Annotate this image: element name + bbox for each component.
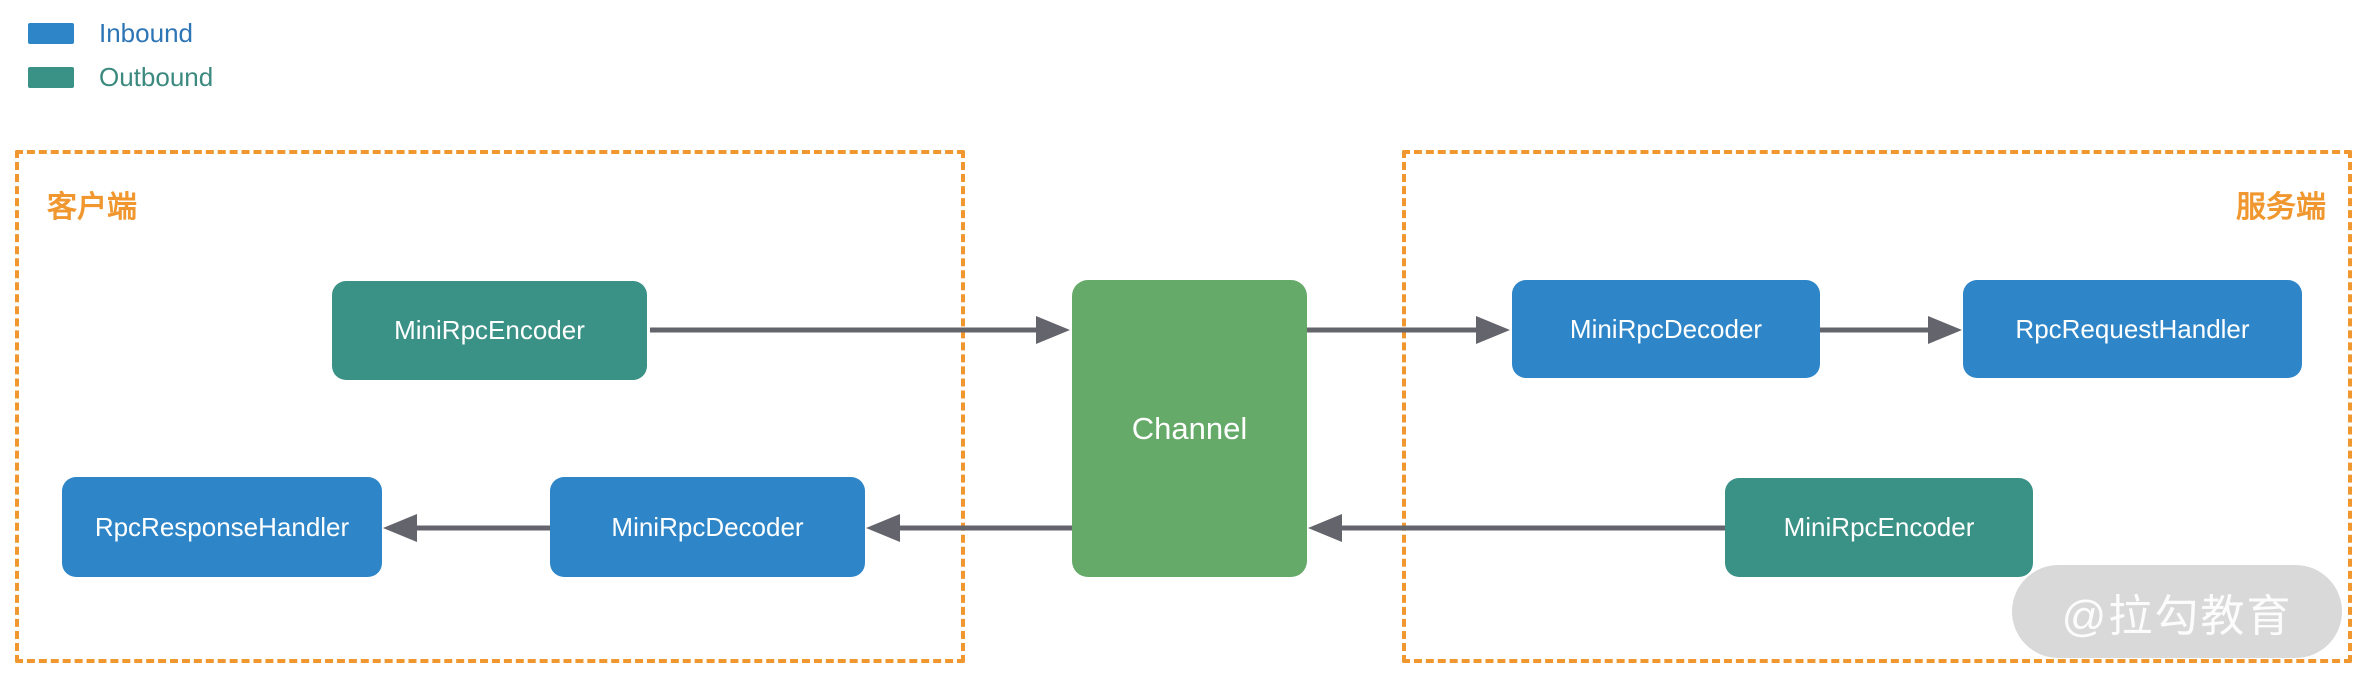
node-server-mini-rpc-decoder: MiniRpcDecoder <box>1512 280 1820 378</box>
legend-label-inbound: Inbound <box>99 17 193 48</box>
group-server: 服务端 <box>1402 150 2352 663</box>
legend-item-inbound: Inbound <box>28 17 213 48</box>
legend-label-outbound: Outbound <box>99 61 214 92</box>
outbound-color-swatch <box>28 66 74 88</box>
group-server-label: 服务端 <box>2236 191 2326 224</box>
group-client: 客户端 <box>15 150 965 663</box>
legend-item-outbound: Outbound <box>28 61 214 92</box>
node-rpc-response-handler: RpcResponseHandler <box>62 477 382 577</box>
legend: Inbound Outbound <box>28 17 214 108</box>
node-channel: Channel <box>1072 280 1307 577</box>
group-client-label: 客户端 <box>47 191 137 224</box>
node-client-mini-rpc-encoder: MiniRpcEncoder <box>332 281 647 380</box>
node-rpc-request-handler: RpcRequestHandler <box>1963 280 2302 378</box>
node-server-mini-rpc-encoder: MiniRpcEncoder <box>1725 478 2033 577</box>
inbound-color-swatch <box>28 22 74 44</box>
node-client-mini-rpc-decoder: MiniRpcDecoder <box>550 477 865 577</box>
watermark-badge: @拉勾教育 <box>2012 565 2342 658</box>
